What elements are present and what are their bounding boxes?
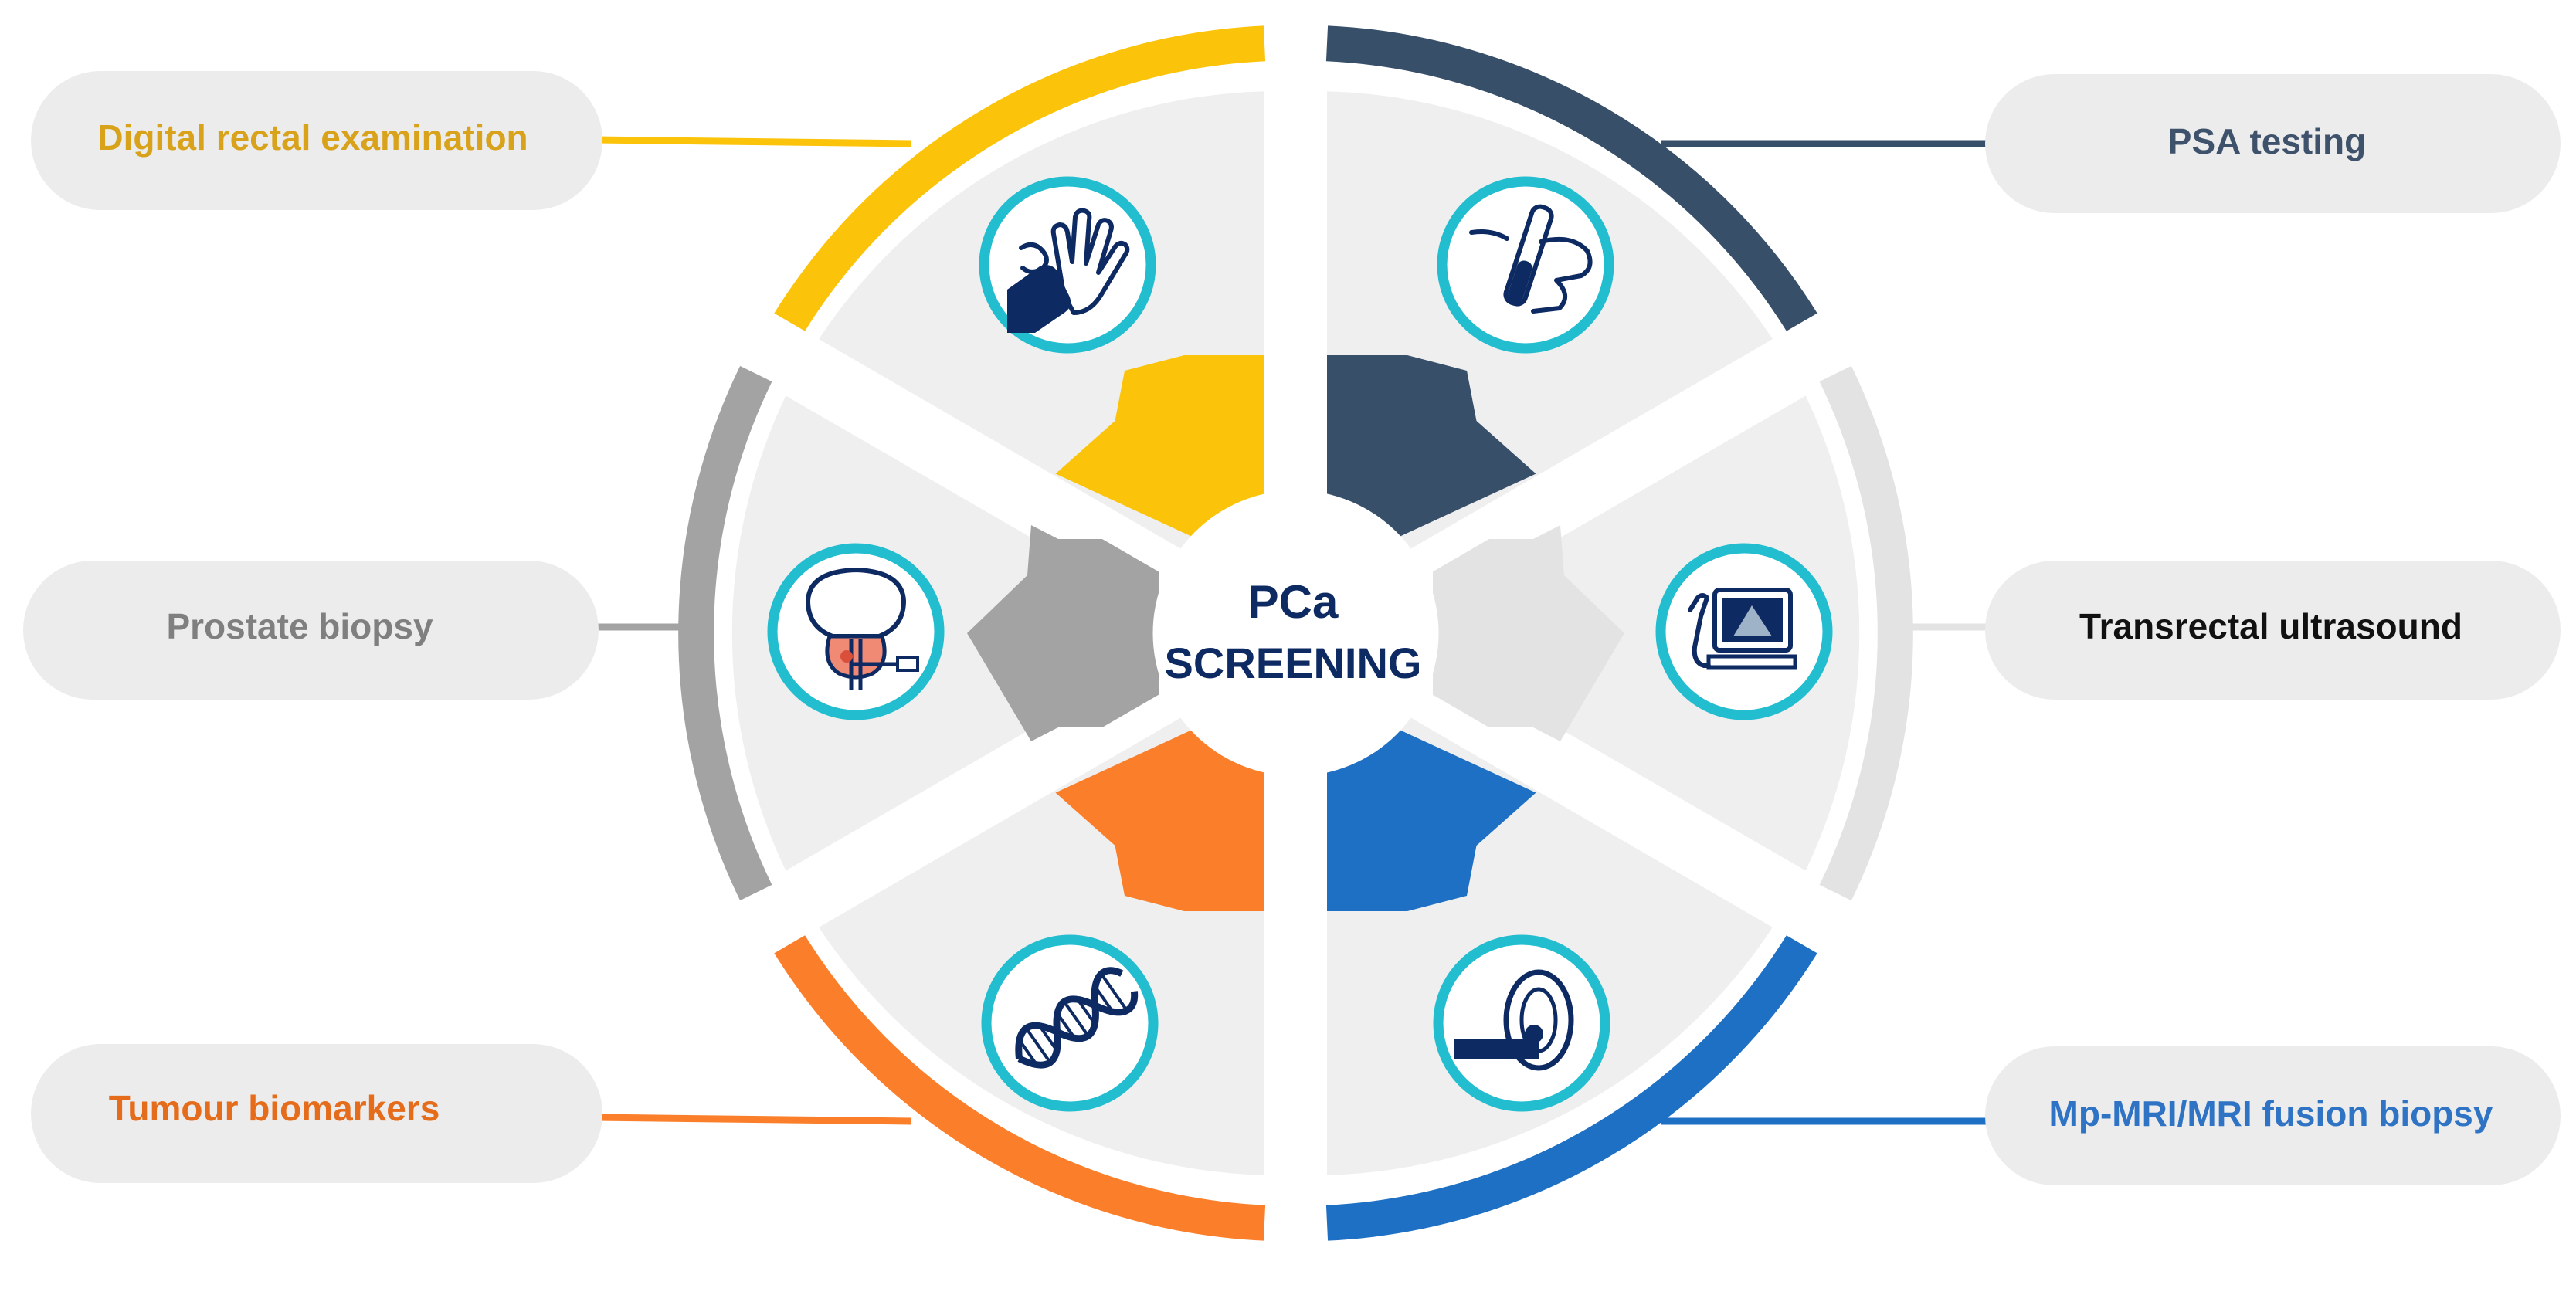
center-circle bbox=[1152, 490, 1439, 776]
dna-helix-icon bbox=[981, 934, 1159, 1112]
icons bbox=[767, 176, 1833, 1112]
pill-biopsy-label: Prostate biopsy bbox=[166, 606, 433, 646]
inner-star-biopsy bbox=[967, 525, 1159, 741]
arc-mri bbox=[1325, 934, 1818, 1241]
pill-biopsy[interactable]: Prostate biopsy bbox=[23, 561, 599, 700]
pill-psa[interactable]: PSA testing bbox=[1985, 74, 2561, 213]
inner-star-biomarkers bbox=[1055, 722, 1264, 911]
pill-biomarkers[interactable]: Tumour biomarkers bbox=[31, 1044, 602, 1183]
arc-dre bbox=[773, 25, 1266, 333]
arc-biomarkers bbox=[773, 934, 1266, 1241]
mri-scanner-icon bbox=[1433, 934, 1610, 1112]
inner-star-psa bbox=[1327, 355, 1536, 544]
center-hub: PCa SCREENING bbox=[1152, 490, 1439, 776]
pill-psa-label: PSA testing bbox=[2168, 121, 2366, 161]
arc-trus bbox=[1819, 365, 1913, 901]
pill-trus[interactable]: Transrectal ultrasound bbox=[1985, 561, 2561, 700]
pill-biomarkers-label: Tumour biomarkers bbox=[109, 1088, 440, 1128]
segment-trus bbox=[1438, 395, 1860, 871]
inner-stars bbox=[967, 355, 1624, 911]
inner-star-dre bbox=[1055, 355, 1264, 544]
connector-biomarkers bbox=[594, 1114, 912, 1125]
prostate-biopsy-icon bbox=[767, 543, 945, 720]
connector-lines bbox=[594, 136, 1989, 1125]
pill-trus-label: Transrectal ultrasound bbox=[2079, 606, 2462, 646]
connector-dre bbox=[594, 136, 912, 147]
blood-test-tube-icon bbox=[1437, 176, 1614, 354]
pill-dre[interactable]: Digital rectal examination bbox=[31, 71, 602, 210]
pill-mri-label: Mp-MRI/MRI fusion biopsy bbox=[2049, 1093, 2493, 1134]
pill-dre-label: Digital rectal examination bbox=[97, 117, 528, 158]
glove-hand-icon bbox=[979, 176, 1156, 354]
center-title-line1: PCa bbox=[1248, 576, 1339, 628]
inner-star-trus bbox=[1433, 525, 1624, 741]
inner-star-mri bbox=[1327, 722, 1536, 911]
arc-psa bbox=[1325, 25, 1818, 333]
arc-biopsy bbox=[678, 365, 772, 901]
outer-arcs bbox=[678, 25, 1913, 1241]
center-title-line2: SCREENING bbox=[1165, 639, 1422, 687]
ultrasound-monitor-icon bbox=[1655, 543, 1833, 720]
pill-mri[interactable]: Mp-MRI/MRI fusion biopsy bbox=[1985, 1046, 2561, 1185]
label-pills: Digital rectal examination PSA testing P… bbox=[23, 71, 2561, 1185]
